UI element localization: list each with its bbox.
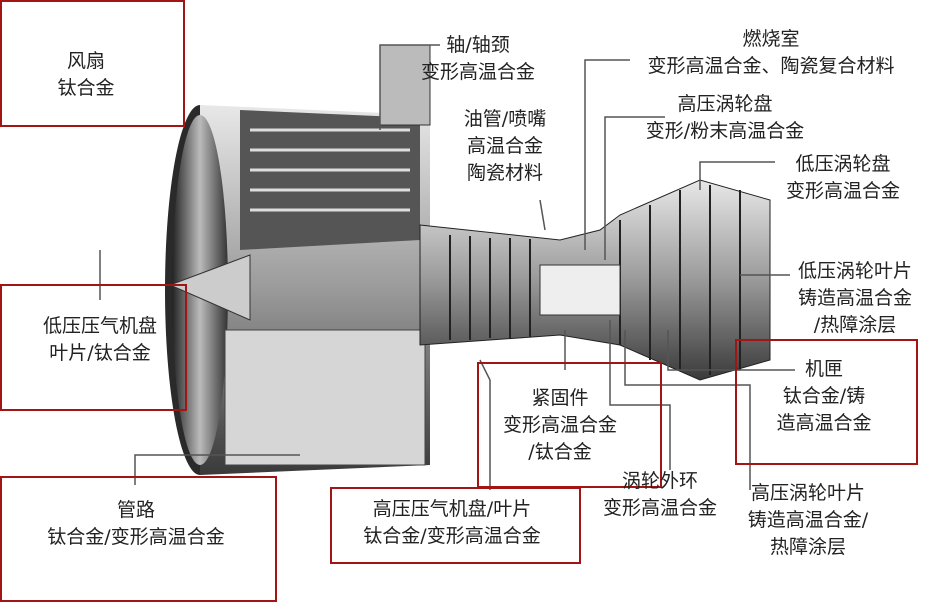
part-name: 油管/喷嘴	[463, 108, 547, 130]
label-oil-nozzle: 油管/喷嘴 高温合金 陶瓷材料	[464, 106, 546, 187]
label-hpt-disk: 高压涡轮盘 变形/粉末高温合金	[646, 91, 804, 145]
part-name: 燃烧室	[742, 28, 800, 50]
part-material: 陶瓷材料	[466, 162, 543, 184]
label-piping: 管路 钛合金/变形高温合金	[47, 497, 224, 551]
label-casing: 机匣 钛合金/铸 造高温合金	[776, 356, 871, 437]
part-material: 变形高温合金、陶瓷复合材料	[647, 55, 895, 77]
part-material: 钛合金/变形高温合金	[363, 525, 541, 547]
highlight-box-hpc	[330, 487, 581, 564]
part-name: 紧固件	[531, 387, 589, 409]
part-name: 低压压气机盘	[42, 315, 158, 337]
part-material: 变形高温合金	[602, 497, 718, 519]
highlight-box-piping	[0, 476, 277, 602]
part-material: 造高温合金	[776, 412, 872, 434]
part-material: 变形高温合金	[502, 414, 618, 436]
part-material: 叶片/钛合金	[49, 342, 151, 364]
part-name: 轴/轴颈	[446, 34, 510, 56]
label-lpt-disk: 低压涡轮盘 变形高温合金	[786, 151, 900, 205]
part-material: 钛合金	[57, 77, 115, 99]
highlight-box-casing	[735, 339, 918, 465]
part-name: 高压压气机盘/叶片	[372, 498, 532, 520]
highlight-box-lpc	[0, 284, 187, 411]
part-material: 钛合金/变形高温合金	[47, 526, 225, 548]
label-turbine-ring: 涡轮外环 变形高温合金	[603, 468, 717, 522]
label-fan: 风扇 钛合金	[57, 48, 114, 102]
part-name: 高压涡轮盘	[677, 93, 773, 115]
part-name: 风扇	[66, 50, 106, 72]
part-name: 低压涡轮叶片	[797, 260, 913, 282]
engine-core	[379, 44, 771, 381]
part-name: 管路	[116, 499, 155, 521]
part-material: 变形高温合金	[785, 180, 901, 202]
part-material: 铸造高温合金	[797, 287, 913, 309]
part-material: 高温合金	[466, 135, 543, 157]
part-material: 热障涂层	[769, 536, 846, 558]
label-shaft: 轴/轴颈 变形高温合金	[421, 32, 535, 86]
label-lpc: 低压压气机盘 叶片/钛合金	[43, 313, 157, 367]
part-material: /钛合金	[528, 441, 592, 463]
label-lpt-blade: 低压涡轮叶片 铸造高温合金 /热障涂层	[798, 258, 912, 339]
part-name: 低压涡轮盘	[795, 153, 891, 175]
label-hpt-blade: 高压涡轮叶片 铸造高温合金/ 热障涂层	[748, 480, 868, 561]
label-fastener: 紧固件 变形高温合金 /钛合金	[503, 385, 617, 466]
fan-case	[165, 105, 430, 475]
leader-lines	[99, 44, 795, 490]
part-name: 机匣	[804, 358, 844, 380]
part-material: 钛合金/铸	[782, 385, 866, 407]
part-name: 涡轮外环	[621, 470, 699, 492]
highlight-box-fastener	[477, 362, 662, 488]
label-hpc: 高压压气机盘/叶片 钛合金/变形高温合金	[363, 496, 540, 550]
label-combustor: 燃烧室 变形高温合金、陶瓷复合材料	[647, 26, 894, 80]
part-material: /热障涂层	[813, 314, 897, 336]
part-material: 铸造高温合金/	[747, 509, 869, 531]
part-material: 变形高温合金	[420, 61, 536, 83]
part-material: 变形/粉末高温合金	[645, 120, 805, 142]
highlight-box-fan	[0, 0, 185, 127]
part-name: 高压涡轮叶片	[750, 482, 865, 504]
